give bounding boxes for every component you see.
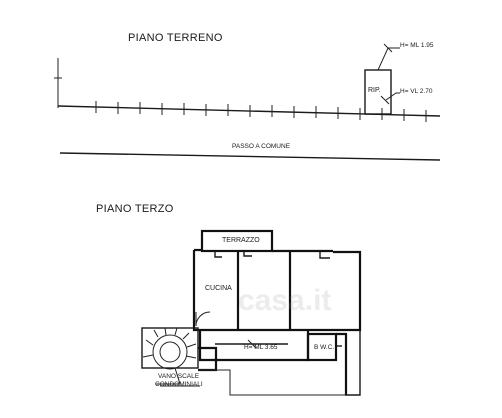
ground-floor-title: PIANO TERRENO (128, 32, 223, 44)
stairwell (141, 327, 218, 372)
watermark: casa.it (238, 284, 332, 317)
corridor-height-label: H= ML 3.65 (244, 344, 278, 351)
storage-label: RIP. (368, 87, 381, 94)
height-label-2: H= VL 2.70 (400, 88, 433, 95)
ground-floor-plan (54, 43, 441, 161)
stairwell-label-line2: CONDOMINIALI (155, 381, 203, 388)
passage-line (59, 152, 441, 161)
stairwell-label-line1: VANO SCALE (158, 373, 200, 380)
third-floor-plan (141, 229, 362, 396)
kitchen-label: CUCINA (205, 285, 232, 292)
dimension-ticks (95, 101, 427, 122)
height-label-1: H= ML 1.95 (400, 42, 434, 49)
bathroom (306, 332, 338, 362)
passage-label: PASSO A COMUNE (232, 143, 291, 150)
third-floor-title: PIANO TERZO (96, 203, 174, 215)
bathroom-label: B W.C. (314, 344, 335, 351)
terrace-label: TERRAZZO (222, 237, 260, 244)
